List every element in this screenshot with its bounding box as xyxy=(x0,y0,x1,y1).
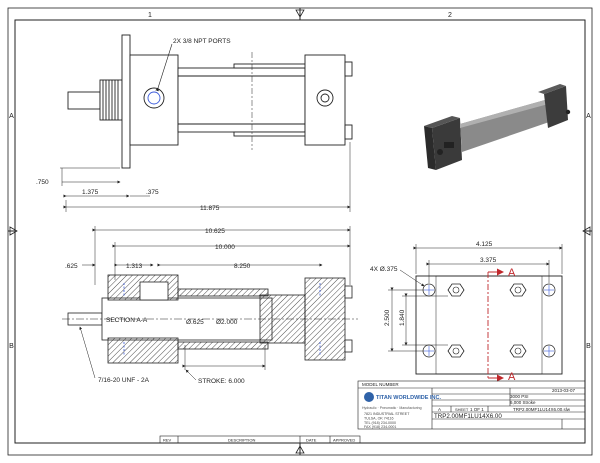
zone-label-left-b: B xyxy=(9,343,14,350)
dim-1375: 1.375 xyxy=(82,189,99,196)
side-elevation-view xyxy=(67,34,353,169)
dim-10000: 10.000 xyxy=(215,244,235,251)
holes-note: 4X Ø.375 xyxy=(370,266,398,273)
dim-375: .375 xyxy=(146,189,159,196)
description-column: DESCRIPTION xyxy=(228,438,255,443)
sheet-of-value: 1 OF 1 xyxy=(470,407,484,412)
company-name: TITAN WORLDWIDE INC. xyxy=(376,395,441,401)
top-view-dimensions xyxy=(60,142,351,212)
model-number-value: TRP2.00MF1LU14X6.00 xyxy=(434,413,502,420)
sheet-size-value: A xyxy=(438,407,441,412)
section-view-hidden-lines xyxy=(123,283,321,355)
date-column: DATE xyxy=(306,438,317,443)
stroke-leader xyxy=(185,369,197,381)
isometric-view xyxy=(424,84,571,170)
date-value: 2013-03-07 xyxy=(552,388,576,393)
dim-10625: 10.625 xyxy=(205,228,225,235)
zone-label-top-2: 2 xyxy=(448,12,452,19)
dim-2500: 2.500 xyxy=(384,309,391,326)
zone-label-top-1: 1 xyxy=(148,12,152,19)
company-logo xyxy=(364,392,374,402)
section-marker-top: A xyxy=(508,267,516,279)
dim-3375: 3.375 xyxy=(480,257,497,264)
dim-1840: 1.840 xyxy=(399,309,406,326)
dim-625: .625 xyxy=(65,263,78,270)
dim-11875: 11.875 xyxy=(200,205,220,212)
section-marker-bottom: A xyxy=(508,371,516,383)
dim-750: .750 xyxy=(36,179,49,186)
section-dimensions xyxy=(82,226,351,370)
centering-marks xyxy=(9,9,591,454)
thread-leader xyxy=(79,326,96,379)
zone-label-right-a: A xyxy=(586,113,591,120)
zone-label-right-b: B xyxy=(586,343,591,350)
port-circle-cap-inner xyxy=(320,93,330,103)
port-leader xyxy=(155,43,173,92)
port-circle-head-inner xyxy=(147,91,161,105)
address-line-4: FAX (918) 234-0001 xyxy=(364,425,396,429)
title-block-frame xyxy=(159,380,586,444)
address-line-1: 7821 INDUSTRIAL STREET xyxy=(364,412,410,416)
approved-column: APPROVED xyxy=(333,438,355,443)
section-label: SECTION A-A xyxy=(106,317,148,324)
end-view-dimensions xyxy=(388,244,563,352)
company-tagline: Hydraulic · Pneumatic · Manufacturing xyxy=(362,406,422,410)
thread-note: 7/16-20 UNF - 2A xyxy=(98,377,150,384)
dim-8250: 8.250 xyxy=(234,263,251,270)
end-view xyxy=(415,272,563,378)
zone-label-left-a: A xyxy=(9,113,14,120)
dim-1313: 1.313 xyxy=(126,263,143,270)
material-value: 6,000 Stroke xyxy=(510,400,536,405)
model-number-label: MODEL NUMBER xyxy=(362,382,399,387)
dia-2000: Ø2.000 xyxy=(216,319,238,326)
pressure-value: 3000 PSI xyxy=(510,394,529,399)
address-line-3: TEL (918) 234-0000 xyxy=(364,421,396,425)
rev-column: REV xyxy=(163,438,172,443)
file-name-value: TRP2.00MF1LU14X6.00.slw xyxy=(513,407,571,412)
dim-4125: 4.125 xyxy=(476,241,493,248)
dia-625: Ø.625 xyxy=(186,319,204,326)
port-note: 2X 3/8 NPT PORTS xyxy=(173,38,231,45)
sheet-label: SHEET xyxy=(455,407,469,412)
address-line-2: TULSA, OK 74116 xyxy=(364,417,394,421)
stroke-note: STROKE: 6.000 xyxy=(198,378,245,385)
